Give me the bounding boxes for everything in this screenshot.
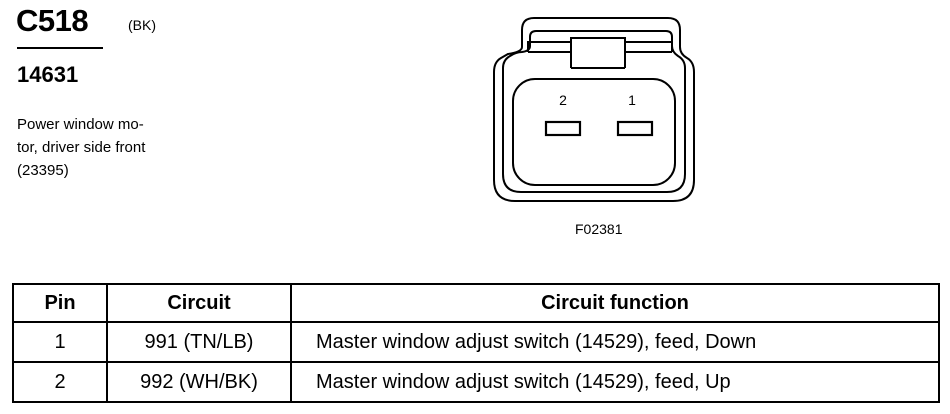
connector-face-diagram: 2 1 (493, 17, 695, 202)
function-cell: Master window adjust switch (14529), fee… (290, 361, 940, 403)
description-line: (23395) (17, 162, 69, 179)
header-divider (17, 47, 103, 49)
table-header-row: Pin Circuit Circuit function (12, 283, 940, 323)
pinout-table: Pin Circuit Circuit function 1 991 (TN/L… (12, 283, 940, 403)
component-description: Power window mo- tor, driver side front … (17, 113, 177, 182)
pin-label: 1 (628, 92, 636, 108)
part-number: 14631 (17, 62, 79, 87)
pin-label: 2 (559, 92, 567, 108)
table-row: 2 992 (WH/BK) Master window adjust switc… (12, 361, 940, 403)
circuit-cell: 992 (WH/BK) (106, 361, 292, 403)
connector-color: (BK) (128, 17, 156, 33)
function-cell: Master window adjust switch (14529), fee… (290, 321, 940, 363)
connector-housing-outer (493, 17, 695, 202)
connector-housing-inner (502, 30, 686, 193)
column-header-circuit: Circuit (106, 283, 292, 323)
description-line: tor, driver side front (17, 139, 146, 156)
pin-cell: 2 (12, 361, 108, 403)
pin-1-cavity (616, 120, 654, 137)
figure-reference: F02381 (575, 221, 623, 237)
column-header-pin: Pin (12, 283, 108, 323)
mating-face (512, 78, 676, 186)
circuit-cell: 991 (TN/LB) (106, 321, 292, 363)
connector-id: C518 (16, 3, 89, 38)
pin-cell: 1 (12, 321, 108, 363)
column-header-function: Circuit function (290, 283, 940, 323)
description-line: Power window mo- (17, 116, 144, 133)
pin-2-cavity (544, 120, 582, 137)
locking-tab (527, 37, 673, 52)
table-row: 1 991 (TN/LB) Master window adjust switc… (12, 321, 940, 363)
